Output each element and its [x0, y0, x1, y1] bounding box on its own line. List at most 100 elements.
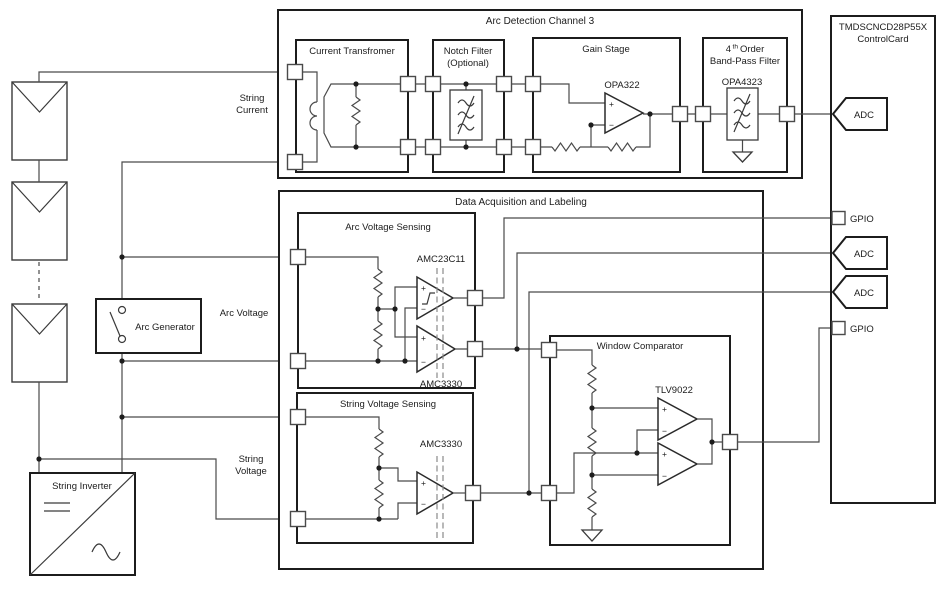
plus-sign: +	[662, 449, 667, 459]
comparator-triangle	[416, 275, 455, 321]
minus-sign: −	[421, 499, 426, 509]
comparator-input-wires	[556, 407, 658, 494]
string-current-label-line1: String	[240, 93, 265, 104]
gain-stage: Gain Stage OPA322 + −	[532, 37, 681, 173]
junction-dot	[514, 346, 520, 352]
signal-port	[778, 105, 796, 123]
window-to-gpio2-wire	[737, 327, 832, 443]
coil-icon	[309, 101, 318, 131]
junction-dot	[402, 358, 408, 364]
junction-dot	[463, 144, 469, 150]
dc-symbol-icon	[44, 502, 70, 512]
signal-port	[671, 105, 689, 123]
minus-sign: −	[609, 120, 614, 130]
left-wiring	[36, 71, 291, 520]
junction-dot	[119, 358, 125, 364]
plus-sign: +	[421, 478, 426, 488]
adc1-port-shape	[831, 97, 888, 131]
plus-sign: +	[609, 99, 614, 109]
amplifier-ic-label: AMC3330	[420, 379, 462, 390]
pv-panel-1	[11, 81, 68, 161]
switch-contact-icon	[117, 334, 127, 344]
ground-icon	[731, 151, 754, 163]
signal-port	[466, 289, 484, 307]
feedback-wire	[540, 114, 651, 148]
junction-dot	[647, 111, 653, 117]
junction-dot	[375, 358, 381, 364]
comparator-to-gpio1-wire	[482, 217, 832, 299]
arc-amp-to-adc2-wire	[516, 252, 833, 349]
amplifier-triangle	[416, 470, 455, 516]
current-transformer: Current Transfromer	[295, 39, 409, 173]
signal-port	[524, 138, 542, 156]
filter-slash-icon	[733, 93, 751, 133]
daq-block: Data Acquisition and Labeling Arc Voltag…	[278, 190, 764, 570]
gain-stage-ic-label: OPA322	[604, 80, 639, 91]
signal-port	[424, 138, 442, 156]
controlcard-title-line2: ControlCard	[857, 34, 908, 45]
window-comparator-title: Window Comparator	[597, 341, 684, 352]
amplifier-triangle	[416, 324, 457, 374]
signal-port	[495, 138, 513, 156]
junction-dot	[526, 490, 532, 496]
junction-dot	[709, 439, 715, 445]
signal-port	[289, 352, 307, 370]
plus-sign: +	[421, 333, 426, 343]
comparator-triangle-top	[657, 396, 699, 442]
hysteresis-icon	[422, 292, 435, 305]
signal-port	[540, 484, 558, 502]
string-voltage-sensing: String Voltage Sensing AMC3330 + −	[296, 392, 474, 544]
ct-secondary-wire	[323, 83, 401, 148]
gpio2-label: GPIO	[850, 324, 874, 335]
string-current-label-line2: Current	[236, 105, 268, 116]
arc-detection-title: Arc Detection Channel 3	[486, 16, 595, 27]
junction-dot	[119, 414, 125, 420]
string-inverter-label: String Inverter	[52, 481, 112, 492]
amplifier-ic-label: AMC3330	[420, 439, 462, 450]
junction-dot	[589, 405, 595, 411]
signal-port	[424, 75, 442, 93]
ct-primary-wire	[302, 130, 318, 163]
string-voltage-sensing-title: String Voltage Sensing	[340, 399, 436, 410]
minus-sign: −	[421, 304, 426, 314]
ct-primary-wire	[302, 71, 318, 102]
string-voltage-label-line1: String	[239, 454, 264, 465]
minus-sign: −	[662, 471, 667, 481]
arc-voltage-sensing: Arc Voltage Sensing AMC23C11 AMC3330 + −…	[297, 212, 476, 390]
ac-sine-icon	[91, 543, 121, 561]
bpf-order-number: 4	[726, 44, 731, 55]
minus-sign: −	[421, 357, 426, 367]
adc2-port-shape	[831, 236, 888, 270]
plus-sign: +	[662, 404, 667, 414]
gpio1-label: GPIO	[850, 214, 874, 225]
junction-dot	[376, 465, 382, 471]
pv-panel-body	[11, 181, 68, 261]
opamp-plus-wire	[540, 83, 605, 104]
controlcard-title-line1: TMDSCNCD28P55X	[839, 22, 928, 33]
controlcard: TMDSCNCD28P55X ControlCard ADC GPIO ADC …	[830, 15, 936, 504]
signal-port	[289, 510, 307, 528]
string-voltage-minus-wire	[39, 458, 291, 520]
bpf-ic-label: OPA4323	[722, 77, 763, 88]
stage-link-wires	[415, 83, 696, 148]
junction-dot	[589, 472, 595, 478]
string-current-top-wire	[38, 71, 288, 82]
adc3-label: ADC	[854, 288, 874, 299]
pv-panel-chevron-icon	[11, 81, 68, 113]
window-comparator-box	[549, 335, 731, 546]
junction-dot	[36, 456, 42, 462]
notch-filter: Notch Filter (Optional)	[432, 39, 505, 173]
adc1-label: ADC	[854, 110, 874, 121]
signal-port	[466, 340, 484, 358]
minus-sign: −	[662, 426, 667, 436]
signal-port	[399, 75, 417, 93]
bpf-order-superscript: th	[733, 44, 739, 51]
pv-panel-chevron-icon	[11, 181, 68, 213]
daq-title: Data Acquisition and Labeling	[455, 197, 587, 208]
filter-symbol-box	[726, 87, 759, 141]
opamp-triangle	[604, 91, 645, 135]
pv-string	[11, 81, 68, 473]
gpio2-port-shape	[831, 320, 846, 336]
